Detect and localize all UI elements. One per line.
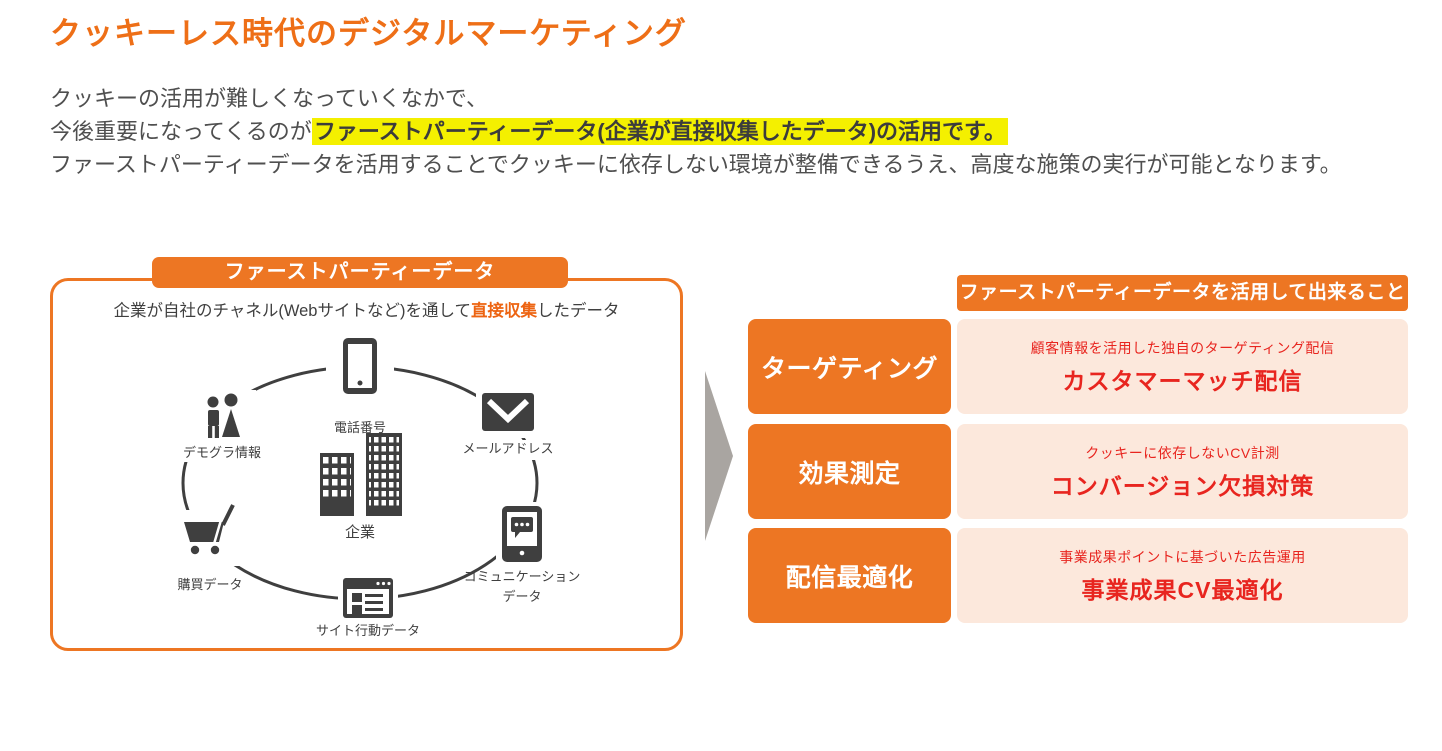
mail-label: メールアドレス (462, 441, 553, 456)
cart-icon (184, 504, 235, 555)
row-label-targeting: ターゲティング (748, 319, 951, 414)
demographics-label: デモグラ情報 (183, 445, 261, 460)
panel-subtitle-prefix: 企業が自社のチャネル(Webサイトなど)を通して (113, 302, 471, 320)
mail-icon (482, 393, 534, 431)
panel-subtitle: 企業が自社のチャネル(Webサイトなど)を通して直接収集したデータ (56, 297, 677, 321)
row-description: クッキーに依存しないCV計測 (1085, 444, 1280, 461)
people-icon (207, 393, 240, 438)
panel-subtitle-suffix: したデータ (536, 302, 620, 320)
intro-line-2-prefix: 今後重要になってくるのが (50, 119, 312, 144)
page-title: クッキーレス時代のデジタルマーケティング (50, 16, 687, 51)
company-buildings-icon (320, 433, 402, 516)
row-label-optimization: 配信最適化 (748, 528, 951, 623)
phone-label: 電話番号 (334, 420, 386, 435)
company-label: 企業 (345, 523, 375, 541)
arrow-right-icon (705, 371, 733, 541)
communication-label-line1: コミュニケーション (464, 569, 581, 584)
first-party-data-badge: ファーストパーティーデータ (152, 257, 568, 288)
right-panel-header: ファーストパーティーデータを活用して出来ること (957, 275, 1408, 311)
purchase-label: 購買データ (177, 577, 242, 592)
intro-line-1: クッキーの活用が難しくなっていくなかで、 (50, 82, 1342, 115)
data-sources-diagram: 電話番号 デモグラ情報 メールアドレス 企業 (176, 328, 581, 638)
site-behavior-icon (343, 578, 393, 618)
row-label-measurement: 効果測定 (748, 424, 951, 519)
intro-line-3-text: ファーストパーティーデータを活用することでクッキーに依存しない環境が整備できるう… (50, 152, 1342, 177)
row-card-targeting: 顧客情報を活用した独自のターゲティング配信 カスタマーマッチ配信 (957, 319, 1408, 414)
intro-highlighted-text: ファーストパーティーデータ(企業が直接収集したデータ)の活用です。 (311, 118, 1008, 145)
panel-subtitle-emphasis: 直接収集 (470, 302, 537, 320)
row-card-measurement: クッキーに依存しないCV計測 コンバージョン欠損対策 (957, 424, 1408, 519)
intro-line-2: 今後重要になってくるのがファーストパーティーデータ(企業が直接収集したデータ)の… (50, 115, 1342, 148)
row-description: 事業成果ポイントに基づいた広告運用 (1059, 548, 1306, 565)
row-highlight: 事業成果CV最適化 (1081, 576, 1284, 603)
communication-tablet-icon (502, 506, 542, 562)
row-description: 顧客情報を活用した独自のターゲティング配信 (1030, 339, 1335, 356)
intro-line-1-text: クッキーの活用が難しくなっていくなかで、 (50, 86, 489, 111)
intro-paragraph: クッキーの活用が難しくなっていくなかで、 今後重要になってくるのがファーストパー… (50, 82, 1342, 181)
communication-label-line2: データ (502, 589, 541, 604)
site-behavior-label: サイト行動データ (316, 623, 420, 638)
intro-line-3: ファーストパーティーデータを活用することでクッキーに依存しない環境が整備できるう… (50, 148, 1342, 181)
row-card-optimization: 事業成果ポイントに基づいた広告運用 事業成果CV最適化 (957, 528, 1408, 623)
row-highlight: カスタマーマッチ配信 (1062, 367, 1303, 394)
row-highlight: コンバージョン欠損対策 (1050, 472, 1315, 499)
smartphone-icon (343, 338, 377, 394)
